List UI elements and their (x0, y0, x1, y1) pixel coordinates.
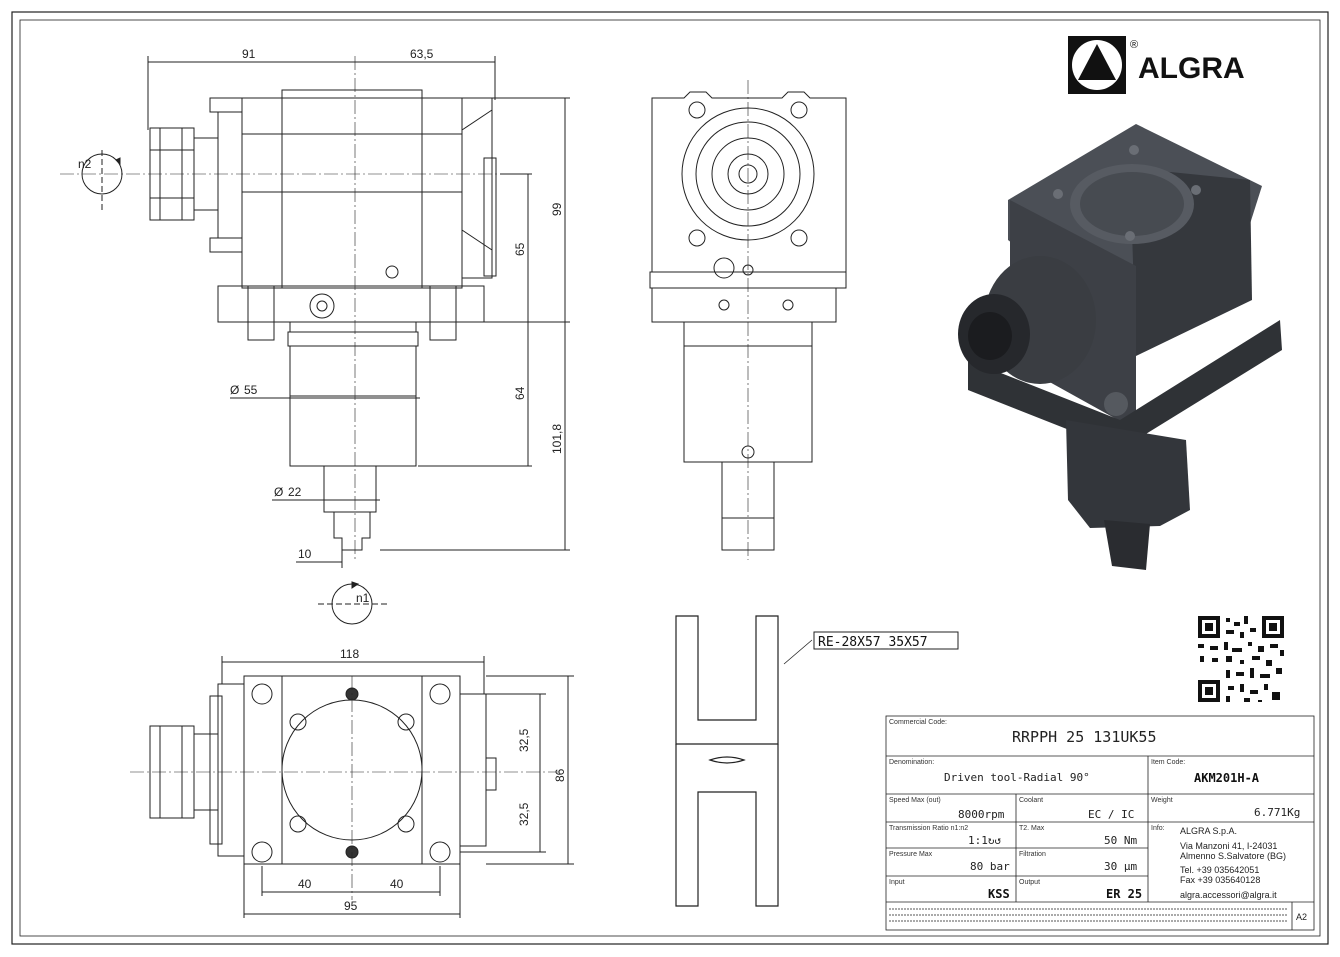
dim-55: 55 (244, 383, 258, 397)
rotation-n1-label: n1 (356, 591, 370, 605)
dim-10: 10 (298, 547, 312, 561)
item-code: AKM201H-A (1194, 771, 1260, 785)
plan-view (130, 656, 574, 918)
qr-code (1196, 614, 1286, 704)
fax: Fax +39 035640128 (1180, 875, 1260, 885)
company-name: ALGRA S.p.A. (1180, 826, 1237, 836)
speed-value: 8000rpm (958, 808, 1005, 821)
dim-95: 95 (344, 899, 358, 913)
dim-32-5-bottom: 32,5 (517, 802, 531, 826)
dim-32-5-top: 32,5 (517, 728, 531, 752)
weight-value: 6.771Kg (1254, 806, 1300, 819)
rotation-n2-label: n2 (78, 157, 92, 171)
front-view (60, 56, 570, 568)
brand-registered: ® (1130, 39, 1138, 51)
input-value: KSS (988, 887, 1010, 901)
pressure-value: 80 bar (970, 860, 1010, 873)
dim-101-8: 101,8 (550, 424, 564, 454)
sheet-size: A2 (1296, 912, 1307, 922)
rotation-n2-symbol (81, 150, 123, 212)
coolant-value: EC / IC (1088, 808, 1134, 821)
filtration-value: 30 µm (1104, 860, 1137, 873)
dim-40-left: 40 (298, 877, 312, 891)
side-view (649, 80, 847, 560)
commercial-code: RRPPH 25 131UK55 (1012, 728, 1157, 746)
torque-label: T2. Max (1019, 825, 1045, 832)
dim-118: 118 (340, 647, 359, 661)
algra-logo: ® ALGRA (1068, 36, 1245, 94)
inner-border (19, 19, 1321, 937)
output-label: Output (1019, 879, 1040, 886)
dim-40-right: 40 (390, 877, 404, 891)
dim-64: 64 (513, 386, 527, 400)
pressure-label: Pressure Max (889, 851, 933, 858)
dia-symbol-55: Ø (230, 383, 239, 397)
dim-65: 65 (513, 242, 527, 256)
commercial-code-label: Commercial Code: (889, 719, 947, 726)
dim-86: 86 (553, 768, 567, 782)
speed-label: Speed Max (out) (889, 797, 941, 804)
email: algra.accessori@algra.it (1180, 890, 1277, 900)
isometric-render (958, 124, 1282, 570)
dia-symbol-22: Ø (274, 485, 283, 499)
coolant-label: Coolant (1019, 797, 1043, 804)
input-label: Input (889, 879, 905, 886)
output-value: ER 25 (1106, 887, 1142, 901)
section-profile (675, 615, 813, 907)
address-line-2: Almenno S.Salvatore (BG) (1180, 851, 1286, 861)
address-line-1: Via Manzoni 41, I-24031 (1180, 841, 1277, 851)
dim-22: 22 (288, 485, 302, 499)
section-label-box (813, 631, 959, 650)
item-code-label: Item Code: (1151, 759, 1185, 766)
info-label: Info: (1151, 825, 1165, 832)
disclaimer-text-lines (889, 908, 1288, 922)
section-label: RE-28X57_35X57 (818, 635, 928, 650)
outer-border (11, 11, 1329, 945)
ratio-value: 1:1↻↺ (968, 834, 1001, 847)
telephone: Tel. +39 035642051 (1180, 865, 1259, 875)
torque-value: 50 Nm (1104, 834, 1137, 847)
dim-91: 91 (242, 47, 256, 61)
title-block-grid (885, 715, 1315, 931)
filtration-label: Filtration (1019, 851, 1046, 858)
rotation-n1-symbol (318, 581, 390, 625)
weight-label: Weight (1151, 797, 1173, 804)
dim-99: 99 (550, 202, 564, 216)
brand-name: ALGRA (1138, 52, 1245, 85)
denomination: Driven tool-Radial 90° (944, 771, 1090, 784)
ratio-label: Transmission Ratio n1:n2 (889, 825, 968, 832)
denomination-label: Denomination: (889, 759, 934, 766)
dim-63-5: 63,5 (410, 47, 434, 61)
